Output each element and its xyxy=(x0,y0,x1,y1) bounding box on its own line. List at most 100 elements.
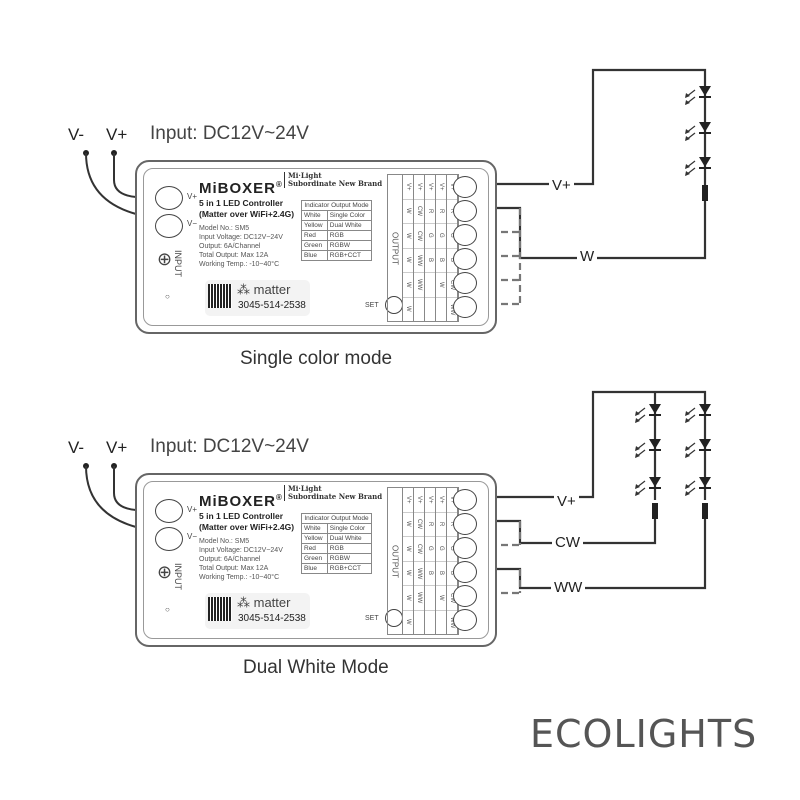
output-cell: CW xyxy=(414,513,424,537)
ecolights-logo: ECOLIGHTS xyxy=(530,712,758,756)
controller-inner-border xyxy=(143,168,489,326)
spec-line: Output: 6A/Channel xyxy=(199,556,261,563)
ww-output-wire xyxy=(490,519,707,590)
subordinate-label: Subordinate New Brand xyxy=(288,492,383,501)
arrowhead xyxy=(685,418,690,423)
indicator-color: Yellow xyxy=(301,220,328,231)
vminus-terminal-label: V− xyxy=(187,532,198,541)
vplus-terminal xyxy=(155,186,183,210)
input-title: Input: DC12V~24V xyxy=(150,436,309,457)
input-vplus-label: V+ xyxy=(106,438,128,457)
output-terminal xyxy=(453,513,477,535)
mode-caption: Single color mode xyxy=(240,348,393,369)
output-terminal xyxy=(453,224,477,246)
set-label: SET xyxy=(365,302,379,309)
output-cell: W xyxy=(403,537,413,562)
vplus-output-wire xyxy=(490,390,707,500)
resistor-icon xyxy=(702,185,708,201)
pairing-code: 3045-514-2538 xyxy=(238,613,306,624)
output-cell xyxy=(414,611,424,635)
registered-mark: ® xyxy=(276,180,283,189)
vminus-wire xyxy=(85,465,137,528)
spec-line: Output: 6A/Channel xyxy=(199,243,261,250)
led-icon xyxy=(699,477,711,487)
indicator-color: Green xyxy=(301,553,328,564)
output-terminal xyxy=(453,585,477,607)
output-cell: V+ xyxy=(447,488,457,513)
output-terminal xyxy=(453,296,477,318)
arrowhead xyxy=(635,484,640,489)
output-label-vplus: V+ xyxy=(554,493,579,510)
led-icon xyxy=(699,439,711,449)
output-cell: B xyxy=(436,562,446,586)
output-cell xyxy=(436,298,446,322)
output-cell: CW xyxy=(447,273,457,298)
indicator-mode: RGB xyxy=(326,230,373,241)
mode-caption: Dual White Mode xyxy=(243,657,389,678)
mi-light-label: Mi·Light xyxy=(288,171,322,180)
output-cell: V+ xyxy=(403,488,413,513)
output-cell: W xyxy=(403,562,413,586)
indicator-header: Indicator Output Mode xyxy=(301,513,372,524)
brand-logo: MiBOXER® xyxy=(199,493,283,510)
brand-name: MiBOXER xyxy=(199,493,277,510)
output-cell: W xyxy=(403,586,413,611)
arrowhead xyxy=(685,491,690,496)
input-vplus-label: V+ xyxy=(106,125,128,144)
indicator-color: Blue xyxy=(301,250,328,261)
output-cell: V+ xyxy=(436,175,446,200)
arrowhead xyxy=(685,446,690,451)
output-cell: W xyxy=(403,249,413,273)
output-label: OUTPUT xyxy=(390,231,400,265)
output-cell: WW xyxy=(414,586,424,611)
output-cell: CW xyxy=(414,200,424,224)
led-icon xyxy=(699,157,711,167)
spec-line: Model No.: SM5 xyxy=(199,538,250,545)
indicator-title: Indicator Output Mode xyxy=(301,513,372,524)
arrowhead xyxy=(685,136,690,141)
indicator-led-icon: ○ xyxy=(165,605,170,614)
qr-code xyxy=(208,597,232,621)
brand-name: MiBOXER xyxy=(199,180,277,197)
qr-code xyxy=(208,284,232,308)
output-cell: CW xyxy=(414,537,424,562)
input-vminus-label: V- xyxy=(68,438,85,457)
indicator-mode: RGB+CCT xyxy=(326,563,373,574)
spec-line: Input Voltage: DC12V~24V xyxy=(199,234,283,241)
vplus-terminal xyxy=(155,499,183,523)
output-cell: B xyxy=(425,562,435,586)
vplus-output-wire xyxy=(490,68,707,190)
output-cell: V+ xyxy=(436,488,446,513)
output-cell: WW xyxy=(414,249,424,273)
arrowhead xyxy=(685,129,690,134)
output-cell: R xyxy=(436,200,446,224)
output-cell: G xyxy=(447,537,457,562)
indicator-color: Blue xyxy=(301,563,328,574)
arrowhead xyxy=(685,453,690,458)
registered-mark: ® xyxy=(276,493,283,502)
indicator-led-icon: ○ xyxy=(165,292,170,301)
arrowhead xyxy=(635,411,640,416)
output-cell xyxy=(425,298,435,322)
arrowhead xyxy=(685,484,690,489)
arrowhead xyxy=(685,164,690,169)
input-label: INPUT xyxy=(173,250,183,277)
arrowhead xyxy=(635,453,640,458)
output-cell: WW xyxy=(414,562,424,586)
output-terminal xyxy=(453,537,477,559)
output-cell xyxy=(414,298,424,322)
arrowhead xyxy=(685,411,690,416)
indicator-title: Indicator Output Mode xyxy=(301,200,372,211)
output-cell: W xyxy=(403,273,413,298)
